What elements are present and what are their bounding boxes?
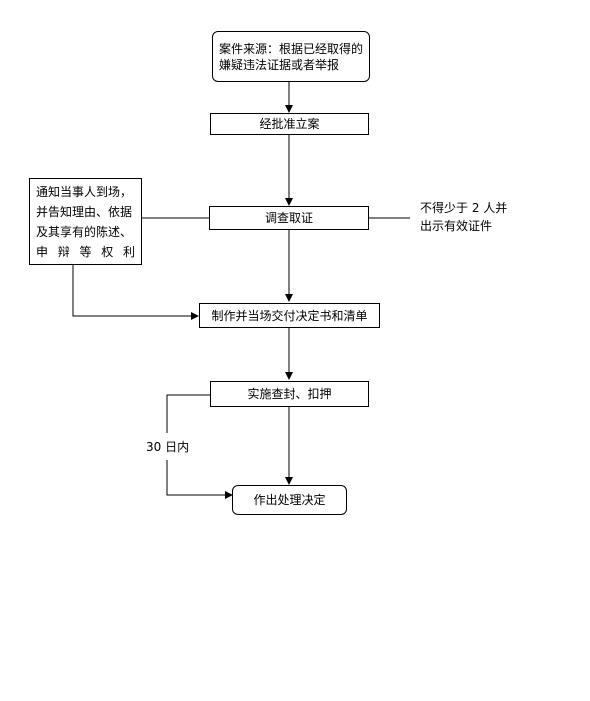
investigate-box: 调查取证 — [209, 206, 369, 230]
notify-char: 利 — [122, 244, 135, 259]
notify-char: 辩 — [57, 244, 70, 259]
case-source-line-2: 嫌疑违法证据或者举报 — [219, 57, 340, 72]
approve-label: 经批准立案 — [259, 117, 320, 131]
line-seize-to-days-bracket — [166, 394, 210, 433]
seize-label: 实施查封、扣押 — [247, 387, 332, 401]
notify-line-4: 申 辩 等 权 利 — [36, 242, 135, 262]
staff-note-line-1: 不得少于 2 人并 — [420, 201, 508, 215]
approve-box: 经批准立案 — [210, 113, 369, 135]
days-limit-label: 30 日内 — [146, 440, 190, 454]
staff-note-line-2: 出示有效证件 — [420, 219, 493, 233]
notify-line-2: 并告知理由、依据 — [36, 204, 133, 219]
notify-char: 权 — [101, 244, 114, 259]
notify-party-box: 通知当事人到场， 并告知理由、依据 及其享有的陈述、 申 辩 等 权 利 — [29, 178, 142, 265]
decision-doc-box: 制作并当场交付决定书和清单 — [199, 303, 380, 328]
investigate-label: 调查取证 — [264, 211, 313, 225]
notify-line-3: 及其享有的陈述、 — [36, 224, 133, 239]
arrow-days-bracket-to-final — [166, 460, 233, 499]
seize-box: 实施查封、扣押 — [210, 381, 369, 407]
final-decision-label: 作出处理决定 — [253, 493, 326, 507]
arrow-notify-to-decision-doc — [72, 265, 199, 320]
final-decision-box: 作出处理决定 — [232, 485, 347, 515]
case-source-line-1: 案件来源：根据已经取得的 — [219, 41, 364, 56]
staff-requirement-note: 不得少于 2 人并 出示有效证件 — [420, 199, 520, 235]
decision-doc-label: 制作并当场交付决定书和清单 — [211, 308, 368, 323]
notify-char: 申 — [36, 244, 49, 259]
notify-char: 等 — [79, 244, 92, 259]
case-source-box: 案件来源：根据已经取得的 嫌疑违法证据或者举报 — [212, 31, 370, 82]
notify-line-1: 通知当事人到场， — [36, 184, 133, 199]
